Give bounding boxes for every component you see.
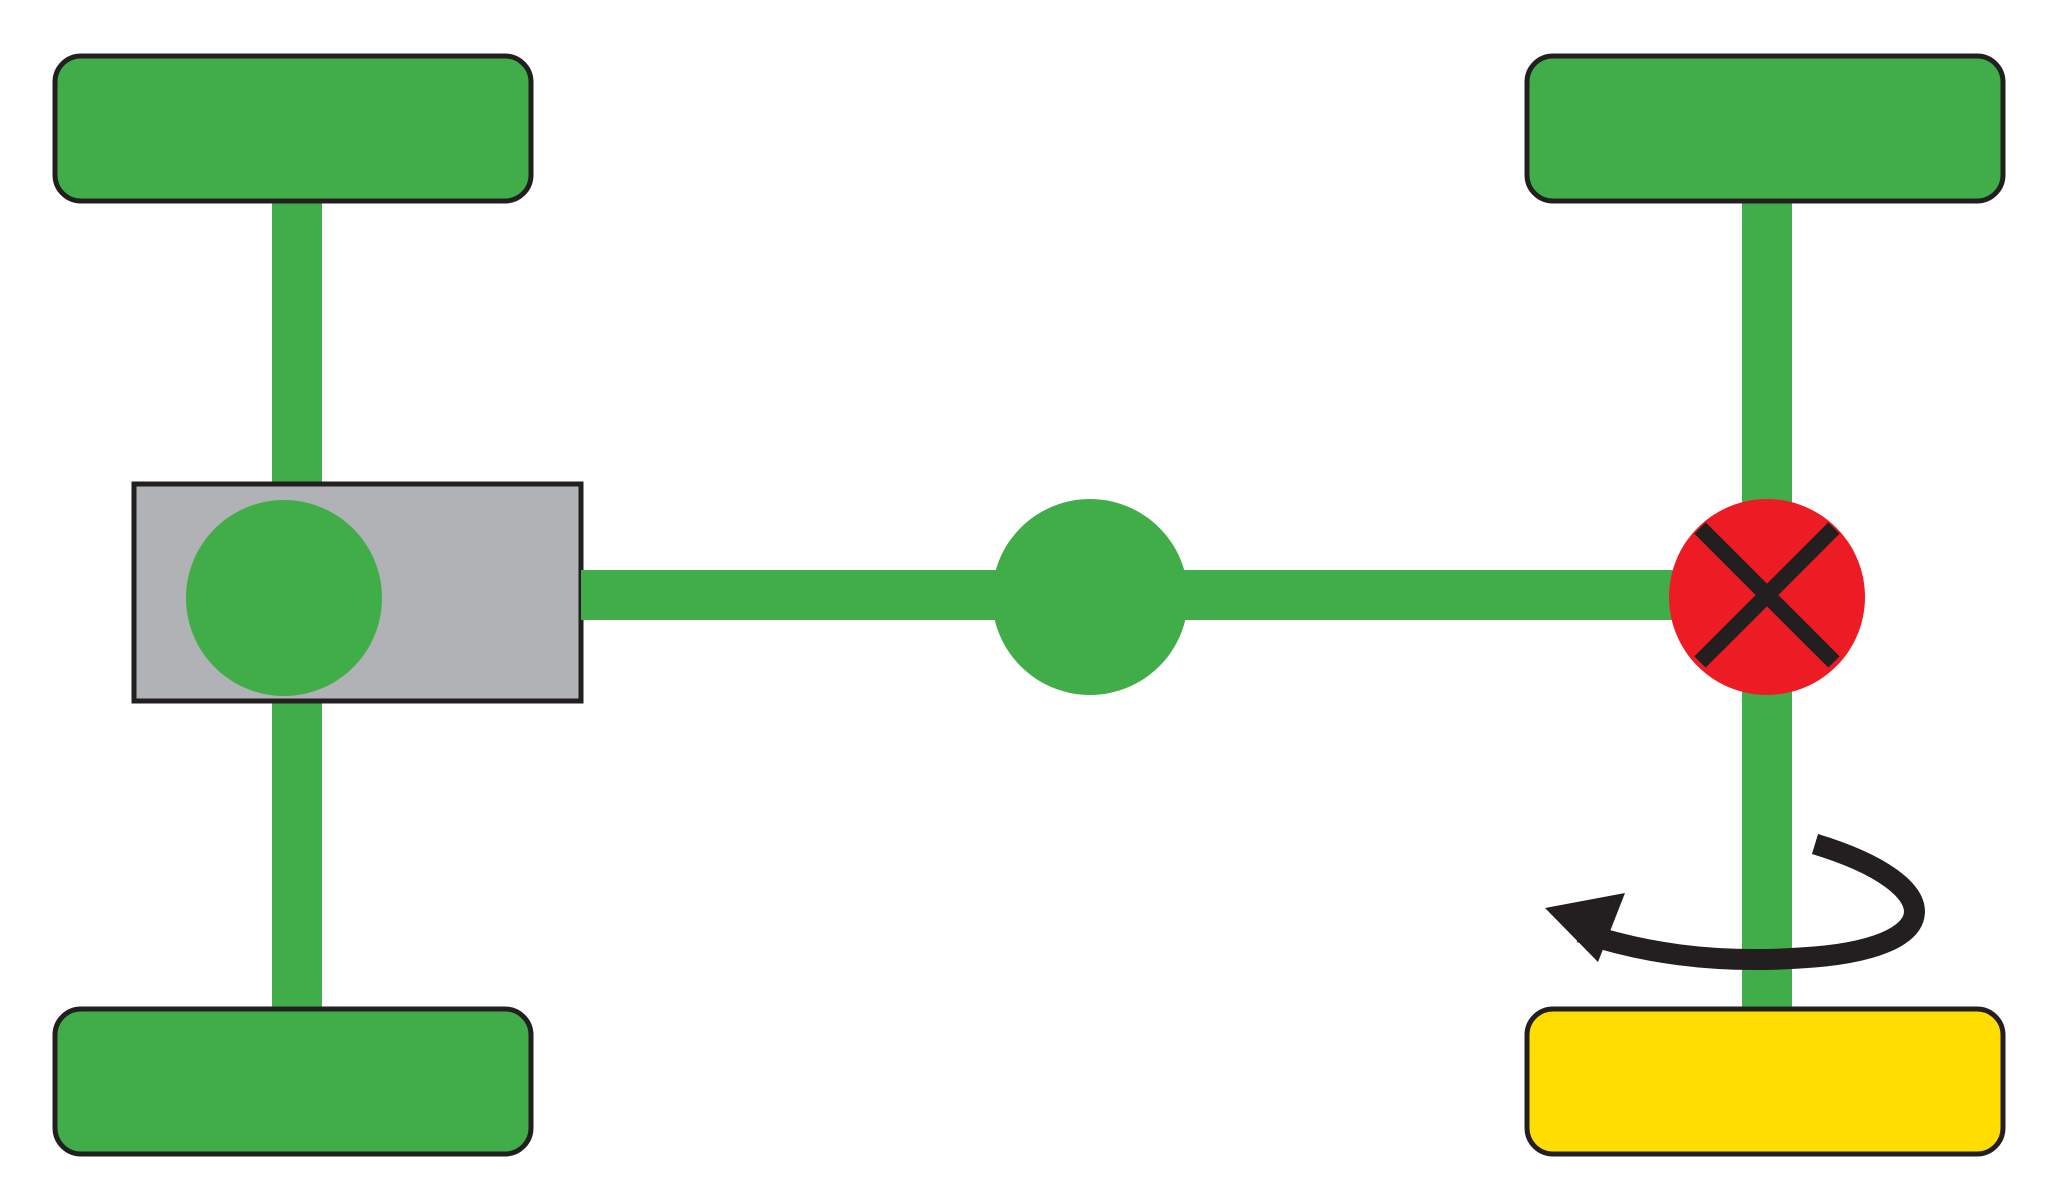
- x-mark-icon: [1694, 522, 1840, 668]
- rear-differential: [1669, 499, 1865, 695]
- curved-arrow-body: [1576, 833, 1925, 971]
- front-differential: [186, 500, 382, 696]
- rear-right-wheel: [1524, 1006, 2006, 1157]
- curved-arrow-head: [1545, 893, 1625, 962]
- x-mark-stroke-b: [1694, 522, 1840, 668]
- front-right-wheel: [52, 1006, 534, 1157]
- center-differential: [992, 499, 1188, 695]
- curved-arrow-icon: [1545, 833, 1925, 971]
- front-left-wheel: [52, 53, 534, 204]
- rear-left-wheel: [1524, 53, 2006, 204]
